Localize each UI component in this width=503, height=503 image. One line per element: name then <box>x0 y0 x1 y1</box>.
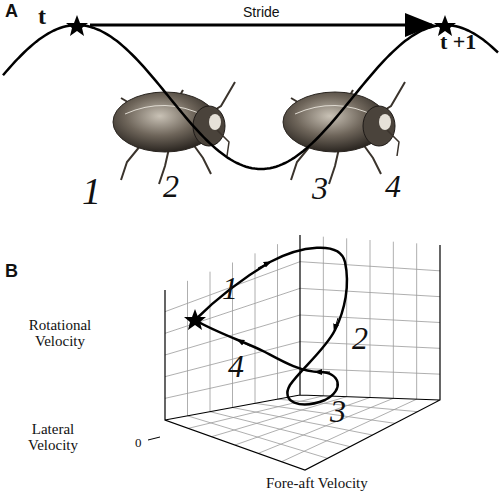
phase-number: 3 <box>312 172 328 206</box>
direction-arrow <box>318 372 330 373</box>
figure-label: B <box>5 262 18 281</box>
star-marker <box>184 309 206 330</box>
grid-line <box>165 262 300 312</box>
axis-label: Rotational Velocity <box>12 318 108 350</box>
phase-number: 2 <box>352 322 368 356</box>
figure-label: t <box>38 4 46 29</box>
star-marker <box>66 15 88 36</box>
direction-arrow <box>335 318 338 328</box>
phase-number: 2 <box>163 170 179 204</box>
direction-arrow <box>258 263 268 268</box>
phase-number: 1 <box>82 172 101 212</box>
axis-label: Lateral Velocity <box>18 422 88 454</box>
grid-line <box>300 315 440 323</box>
grid-line <box>282 399 417 462</box>
figure-label: t +1 <box>440 30 476 53</box>
direction-arrow <box>240 341 250 346</box>
grid-line <box>278 399 418 412</box>
stride-wave <box>3 25 498 169</box>
tick <box>148 437 160 440</box>
phase-number: 4 <box>385 170 401 204</box>
grid-line <box>300 288 440 296</box>
phase-number: 1 <box>222 272 238 306</box>
grid-line <box>165 315 300 355</box>
grid-line <box>300 262 440 271</box>
figure-label: Stride <box>243 5 280 20</box>
axis-grid <box>165 237 440 462</box>
stride-arrow <box>90 24 432 27</box>
figure-label: Fore-aft Velocity <box>266 476 368 492</box>
phase-number: 3 <box>330 395 346 429</box>
cockroach <box>283 82 405 184</box>
phase-trajectory <box>195 248 347 405</box>
cockroach <box>113 82 235 184</box>
phase-number: 4 <box>228 350 244 384</box>
figure-label: A <box>5 2 18 21</box>
figure-label: 0 <box>135 436 142 450</box>
grid-line <box>258 398 393 453</box>
axis-box <box>165 235 440 470</box>
grid-line <box>300 342 440 349</box>
